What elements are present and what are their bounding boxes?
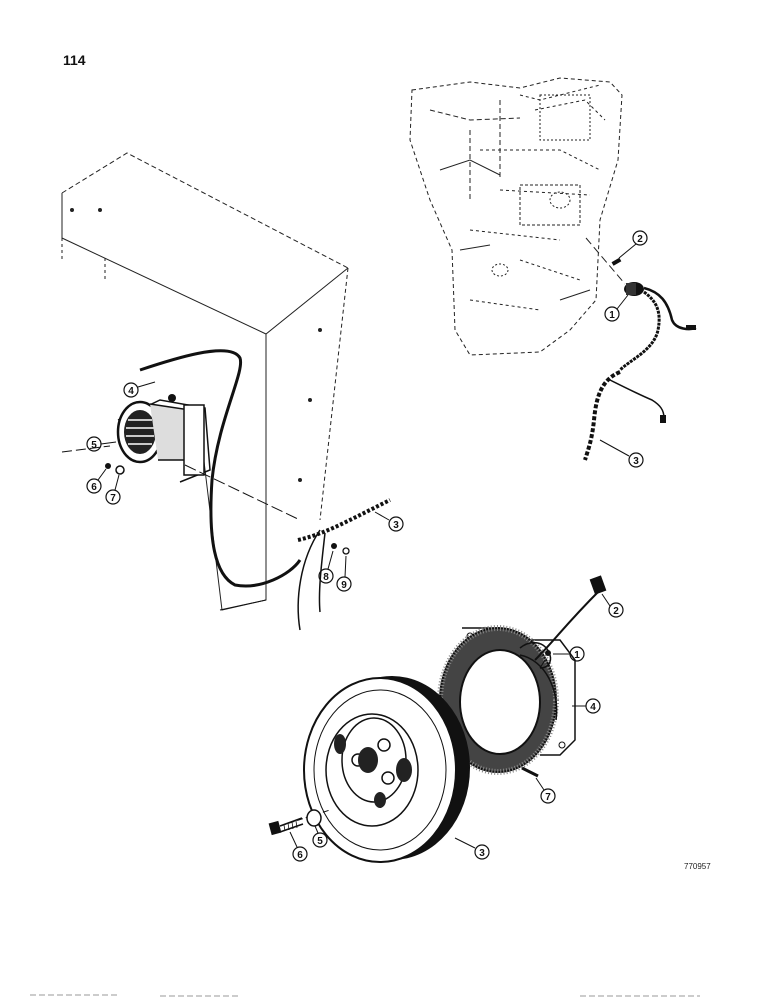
- lamp-wire: [139, 349, 302, 588]
- lamp-washer-7: [115, 465, 125, 475]
- washer-9: [342, 547, 350, 555]
- callout-b-5-label: 5: [317, 836, 323, 847]
- callout-b-6-label: 6: [297, 850, 303, 861]
- callout-tl-8-label: 8: [323, 572, 329, 583]
- mount-centerline: [184, 464, 301, 521]
- callout-tr-3: 3: [599, 439, 644, 468]
- callout-b-4: 4: [572, 698, 601, 714]
- page-number: 114: [63, 52, 86, 68]
- tractor-frame-illustration: [409, 77, 626, 356]
- callout-b-3-label: 3: [479, 848, 485, 859]
- callout-tr-1: 1: [604, 294, 629, 322]
- callout-b-2-label: 2: [613, 606, 619, 617]
- work-lamp: [116, 394, 211, 483]
- nut-8: [331, 543, 337, 549]
- panel-bottom-edge: [219, 599, 267, 611]
- callout-b-6: 6: [289, 831, 308, 862]
- callout-b-2: 2: [601, 593, 624, 618]
- callout-tr-2-label: 2: [637, 234, 643, 245]
- lamp-centerline: [61, 445, 111, 453]
- harness-segment: [297, 498, 391, 542]
- callout-tl-7: 7: [105, 474, 121, 505]
- pulley-washer-5: [306, 809, 322, 827]
- callout-b-7: 7: [535, 777, 556, 804]
- callout-b-4-label: 4: [590, 702, 596, 713]
- callout-tl-9-label: 9: [341, 580, 347, 591]
- figure-code: 770957: [684, 862, 711, 871]
- callout-tl-9: 9: [336, 555, 352, 592]
- callout-b-1: 1: [553, 646, 585, 662]
- callout-tl-5-label: 5: [91, 440, 97, 451]
- scan-edge-marks: [30, 994, 700, 997]
- callout-b-3: 3: [454, 837, 490, 860]
- callout-tl-8: 8: [318, 550, 334, 584]
- harness-leads: [297, 529, 326, 631]
- clutch-coil: [437, 575, 607, 775]
- sender-switch: [583, 282, 697, 461]
- terminal-clip: [611, 257, 622, 266]
- callout-tr-1-label: 1: [609, 310, 615, 321]
- pulley-bolt-6: [268, 817, 304, 836]
- fender-panel: [61, 152, 349, 611]
- callout-tl-6: 6: [86, 468, 107, 494]
- callout-tr-3-label: 3: [633, 456, 639, 467]
- callout-b-5: 5: [312, 825, 328, 848]
- coil-screw-1: [545, 650, 551, 656]
- coil-bolt-7: [521, 766, 539, 778]
- callout-b-1-label: 1: [574, 650, 580, 661]
- callout-tl-4-label: 4: [128, 386, 134, 397]
- callout-tl-3: 3: [374, 511, 404, 532]
- callout-tr-2: 2: [618, 230, 648, 259]
- lamp-bolt-6: [105, 463, 111, 469]
- callout-tl-6-label: 6: [91, 482, 97, 493]
- callout-tl-3-label: 3: [393, 520, 399, 531]
- callout-tl-7-label: 7: [110, 493, 116, 504]
- callout-b-7-label: 7: [545, 792, 551, 803]
- callout-tl-4: 4: [123, 381, 156, 398]
- callout-tl-5: 5: [86, 436, 117, 452]
- clutch-pulley: [303, 676, 470, 863]
